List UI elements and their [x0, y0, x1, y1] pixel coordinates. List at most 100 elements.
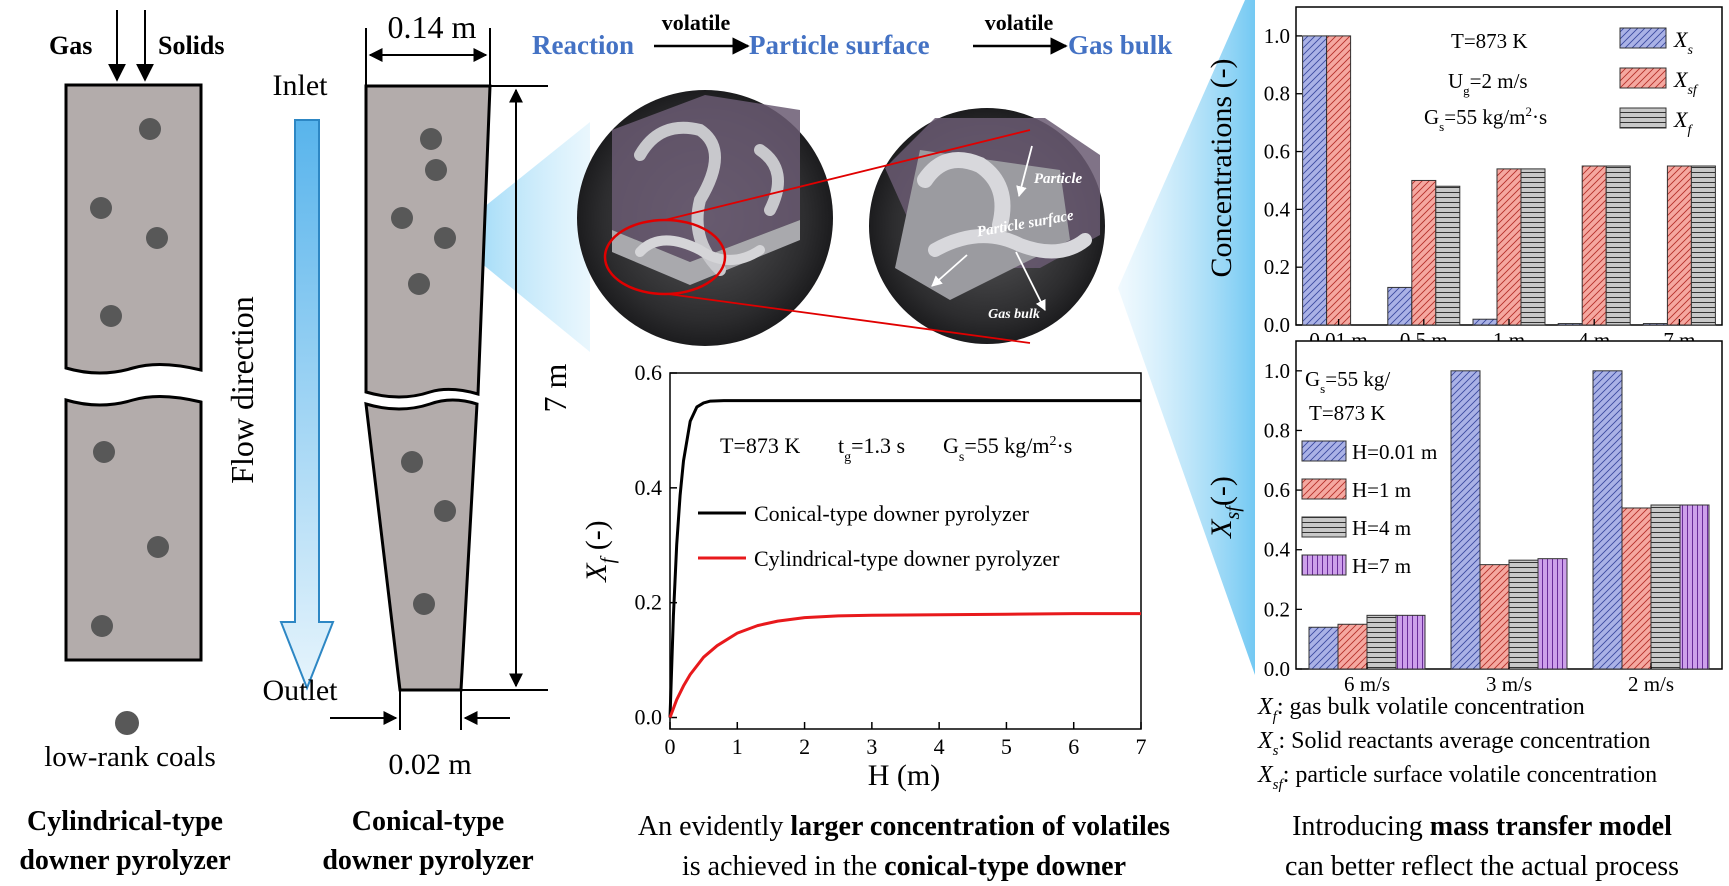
bar	[1666, 165, 1692, 326]
line-chart-ylabel: Xf (-)	[580, 520, 619, 582]
conical-reactor	[279, 28, 548, 730]
bar	[1450, 370, 1481, 670]
line-chart-xlabel: H (m)	[868, 759, 940, 792]
right-caption-line2: can better reflect the actual process	[1285, 851, 1679, 882]
y-tick-label: 0.6	[1264, 478, 1290, 502]
bar	[1642, 323, 1668, 326]
legend-label: H=0.01 m	[1352, 440, 1437, 464]
height-label: 7 m	[537, 363, 573, 412]
definition-sf: Xsf: particle surface volatile concentra…	[1257, 762, 1657, 793]
bar	[1537, 558, 1568, 670]
line-chart-annotation-T: T=873 K	[720, 433, 800, 458]
legend-swatch	[1301, 516, 1347, 538]
y-tick-label: 0.0	[1264, 313, 1290, 337]
bar	[1308, 626, 1339, 670]
pathway-volatile-1: volatile	[662, 10, 731, 35]
y-tick-label: 0.8	[1264, 418, 1290, 442]
coal-particle	[91, 615, 113, 637]
legend-swatch	[1619, 67, 1667, 89]
definition-s: Xs: Solid reactants average concentratio…	[1257, 728, 1650, 759]
coal-particle	[146, 227, 168, 249]
bar	[1411, 179, 1437, 326]
bar-bot-annotation-T: T=873 K	[1309, 401, 1386, 425]
bar-top-ylabel: Concentrations (-)	[1205, 58, 1238, 277]
legend-coal-label: low-rank coals	[44, 741, 216, 773]
particle-sphere-right	[869, 108, 1105, 344]
x-tick-label: 3	[866, 734, 877, 759]
zoom-projection-cone	[448, 122, 590, 352]
bar	[1679, 504, 1710, 670]
x-tick-label: 6	[1068, 734, 1079, 759]
legend-label-cylindrical: Cylindrical-type downer pyrolyzer	[754, 546, 1060, 571]
bar-top-annotation-T: T=873 K	[1451, 29, 1528, 53]
y-tick-label: 0.2	[635, 590, 663, 615]
legend-swatch	[1301, 478, 1347, 500]
bar	[1302, 35, 1328, 326]
pathway-gas-bulk: Gas bulk	[1068, 30, 1172, 60]
coal-particle	[100, 305, 122, 327]
y-tick-label: 0.0	[635, 705, 663, 730]
bar-bot-annotation-G: Gs=55 kg/	[1305, 367, 1390, 396]
pathway-reaction: Reaction	[532, 30, 634, 60]
chart-projection-wedge	[1118, 0, 1255, 675]
bar	[1496, 168, 1522, 326]
legend-swatch	[1619, 27, 1667, 49]
bar-top-annotation-G: Gs=55 kg/m2·s	[1424, 104, 1547, 134]
pathway-volatile-2: volatile	[985, 10, 1054, 35]
coal-particle	[90, 197, 112, 219]
zoom-line-top	[664, 129, 1031, 221]
inlet-label: Inlet	[273, 69, 329, 102]
legend-swatch	[1619, 107, 1667, 129]
bar	[1605, 165, 1631, 326]
x-tick-label: 7	[1136, 734, 1147, 759]
legend-label: H=1 m	[1352, 478, 1411, 502]
x-tick-label: 6 m/s	[1344, 672, 1390, 696]
x-tick-label: 2	[799, 734, 810, 759]
coal-particle	[93, 441, 115, 463]
legend-label: H=7 m	[1352, 554, 1411, 578]
zoom-line-bottom	[667, 293, 1031, 344]
y-tick-label: 0.8	[1264, 82, 1290, 106]
bar-top-annotation-U: Ug=2 m/s	[1448, 69, 1528, 98]
x-tick-label: 0	[665, 734, 676, 759]
bar	[1337, 623, 1368, 670]
legend-swatch	[1301, 440, 1347, 462]
x-tick-label: 2 m/s	[1628, 672, 1674, 696]
series-line-cylindrical	[668, 612, 1141, 719]
legend-coal-icon	[115, 711, 139, 735]
y-tick-label: 0.6	[1264, 140, 1290, 164]
particle-sphere-left	[577, 90, 833, 346]
bar	[1581, 165, 1607, 326]
bar	[1557, 323, 1583, 326]
y-tick-label: 0.2	[1264, 255, 1290, 279]
solids-label: Solids	[158, 31, 225, 60]
cylindrical-caption-line1: Cylindrical-type	[27, 806, 223, 837]
bar	[1621, 507, 1652, 670]
series-line-conical	[668, 399, 1141, 718]
x-tick-label: 3 m/s	[1486, 672, 1532, 696]
bar	[1366, 614, 1397, 670]
pathway-particle-surface: Particle surface	[749, 30, 930, 60]
width-top-label: 0.14 m	[388, 9, 477, 45]
conical-caption-line1: Conical-type	[352, 806, 504, 837]
bar	[1690, 165, 1716, 326]
bar	[1435, 185, 1461, 326]
y-tick-label: 0.2	[1264, 597, 1290, 621]
y-tick-label: 0.4	[1264, 538, 1291, 562]
y-tick-label: 0.0	[1264, 657, 1290, 681]
outlet-label: Outlet	[263, 674, 339, 707]
bottom-caption-line1: An evidently larger concentration of vol…	[638, 811, 1170, 842]
legend-label: Xs	[1673, 27, 1693, 58]
bar	[1592, 370, 1623, 670]
legend-label: H=4 m	[1352, 516, 1411, 540]
bar	[1326, 35, 1352, 326]
legend-label-conical: Conical-type downer pyrolyzer	[754, 501, 1030, 526]
bar	[1479, 564, 1510, 670]
bar	[1387, 286, 1413, 326]
y-tick-label: 0.4	[635, 475, 663, 500]
